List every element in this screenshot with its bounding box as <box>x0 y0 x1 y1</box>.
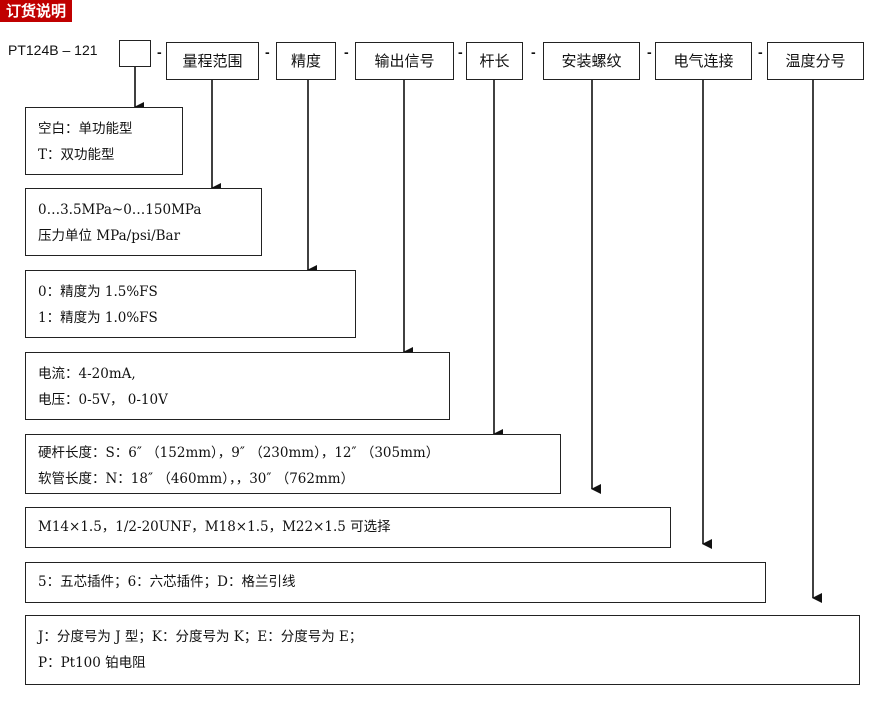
separator: - <box>344 44 349 60</box>
separator: - <box>531 44 536 60</box>
desc-thread: M14×1.5，1/2-20UNF，M18×1.5，M22×1.5 可选择 <box>25 507 671 548</box>
separator: - <box>758 44 763 60</box>
field-rod-length: 杆长 <box>466 42 523 80</box>
field-electrical-connection: 电气连接 <box>655 42 752 80</box>
desc-line: 硬杆长度：S：6″ （152mm），9″ （230mm），12″ （305mm） <box>38 445 440 461</box>
field-accuracy: 精度 <box>276 42 336 80</box>
desc-line: 0…3.5MPa~0…150MPa <box>38 202 202 218</box>
field-mounting-thread: 安装螺纹 <box>543 42 640 80</box>
desc-line: 0：精度为 1.5%FS <box>38 284 158 300</box>
desc-accuracy: 0：精度为 1.5%FS 1：精度为 1.0%FS <box>25 270 356 338</box>
field-range: 量程范围 <box>166 42 259 80</box>
desc-function: 空白：单功能型 T：双功能型 <box>25 107 183 175</box>
field-temperature: 温度分号 <box>767 42 864 80</box>
desc-line: 空白：单功能型 <box>38 121 133 137</box>
desc-line: 电压：0-5V， 0-10V <box>38 392 168 408</box>
desc-line: T：双功能型 <box>38 147 115 163</box>
page-title: 订货说明 <box>0 0 73 22</box>
desc-line: J：分度号为 J 型；K：分度号为 K；E：分度号为 E； <box>38 629 363 645</box>
field-output-signal: 输出信号 <box>355 42 454 80</box>
function-code-box <box>119 40 151 67</box>
desc-line: 压力单位 MPa/psi/Bar <box>38 228 181 244</box>
desc-electrical: 5：五芯插件；6：六芯插件；D：格兰引线 <box>25 562 766 603</box>
desc-line: P：Pt100 铂电阻 <box>38 655 146 671</box>
desc-temperature: J：分度号为 J 型；K：分度号为 K；E：分度号为 E； P：Pt100 铂电… <box>25 615 860 685</box>
separator: - <box>265 44 270 60</box>
desc-range: 0…3.5MPa~0…150MPa 压力单位 MPa/psi/Bar <box>25 188 262 256</box>
desc-line: 5：五芯插件；6：六芯插件；D：格兰引线 <box>38 574 296 590</box>
desc-line: 软管长度：N：18″ （460mm），，30″ （762mm） <box>38 471 355 487</box>
desc-rod-length: 硬杆长度：S：6″ （152mm），9″ （230mm），12″ （305mm）… <box>25 434 561 494</box>
desc-line: M14×1.5，1/2-20UNF，M18×1.5，M22×1.5 可选择 <box>38 519 391 535</box>
desc-line: 1：精度为 1.0%FS <box>38 310 158 326</box>
desc-line: 电流：4-20mA, <box>38 366 136 382</box>
desc-output: 电流：4-20mA, 电压：0-5V， 0-10V <box>25 352 450 420</box>
separator: - <box>157 44 162 60</box>
model-code: PT124B – 121 <box>8 42 98 58</box>
separator: - <box>647 44 652 60</box>
separator: - <box>458 44 463 60</box>
